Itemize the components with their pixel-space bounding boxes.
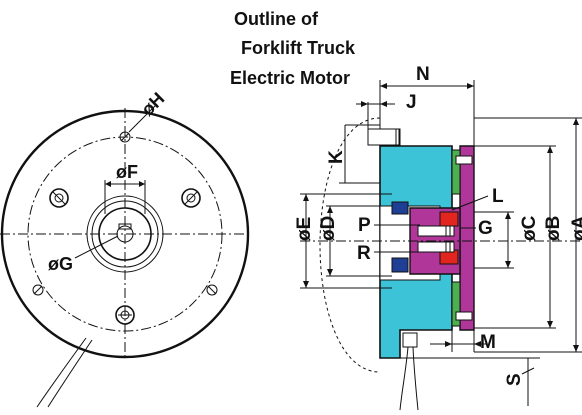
phiC-label: øC xyxy=(519,215,540,241)
L-leader xyxy=(451,195,489,211)
S-label: S xyxy=(504,373,525,386)
lining-bottom xyxy=(451,281,461,327)
phiF-label: øF xyxy=(116,162,138,182)
lead-connector xyxy=(402,332,418,348)
phiD-label: øD xyxy=(318,216,339,241)
side-cable-wire-1 xyxy=(399,346,409,411)
S-tick xyxy=(521,367,535,375)
phiB-label: øB xyxy=(543,216,564,241)
hub-screw-lower xyxy=(417,241,455,253)
front-cable-wire-1 xyxy=(36,337,87,408)
phiG-label: øG xyxy=(48,254,73,274)
mount-hole-upper-right xyxy=(181,188,201,208)
armature-plate xyxy=(459,145,475,331)
R-label: R xyxy=(357,243,371,264)
M-label: M xyxy=(480,332,496,353)
side-cable-wire-2 xyxy=(412,346,419,411)
phiE-label: øE xyxy=(294,217,315,241)
mount-hole-bottom xyxy=(115,305,135,325)
N-label: N xyxy=(416,64,430,85)
side-view: N J K L P R G øE øD xyxy=(294,64,582,411)
mount-hole-upper-left xyxy=(49,188,69,208)
title-line-1: Outline of xyxy=(234,9,319,29)
small-hole-left xyxy=(32,284,44,296)
right-screw-bottom xyxy=(455,311,473,321)
K-label: K xyxy=(326,150,347,164)
phiH-leader xyxy=(128,103,158,133)
phiA-label: øA xyxy=(569,215,582,241)
G-label: G xyxy=(478,218,493,239)
small-hole-right xyxy=(206,284,218,296)
hub-navy-top xyxy=(391,201,409,215)
collar-red-top xyxy=(439,211,459,227)
right-screw-top xyxy=(455,155,473,165)
J-label: J xyxy=(406,92,417,113)
front-cable-wire-2 xyxy=(47,339,93,408)
title-line-2: Forklift Truck xyxy=(241,38,356,58)
L-label: L xyxy=(492,186,504,207)
title-line-3: Electric Motor xyxy=(230,68,350,88)
P-label: P xyxy=(358,215,371,236)
outline-title: Outline of Forklift Truck Electric Motor xyxy=(230,9,356,88)
hub-screw-upper xyxy=(417,225,455,237)
lining-top xyxy=(451,149,461,195)
hub-navy-bottom xyxy=(391,257,409,273)
small-hole-top xyxy=(119,131,131,143)
phiG-leader xyxy=(74,235,119,259)
mount-screw-top xyxy=(367,128,401,146)
motor-outline-dashed xyxy=(319,117,381,373)
front-view: øF øH øG xyxy=(0,88,252,408)
phiH-label: øH xyxy=(137,88,168,119)
